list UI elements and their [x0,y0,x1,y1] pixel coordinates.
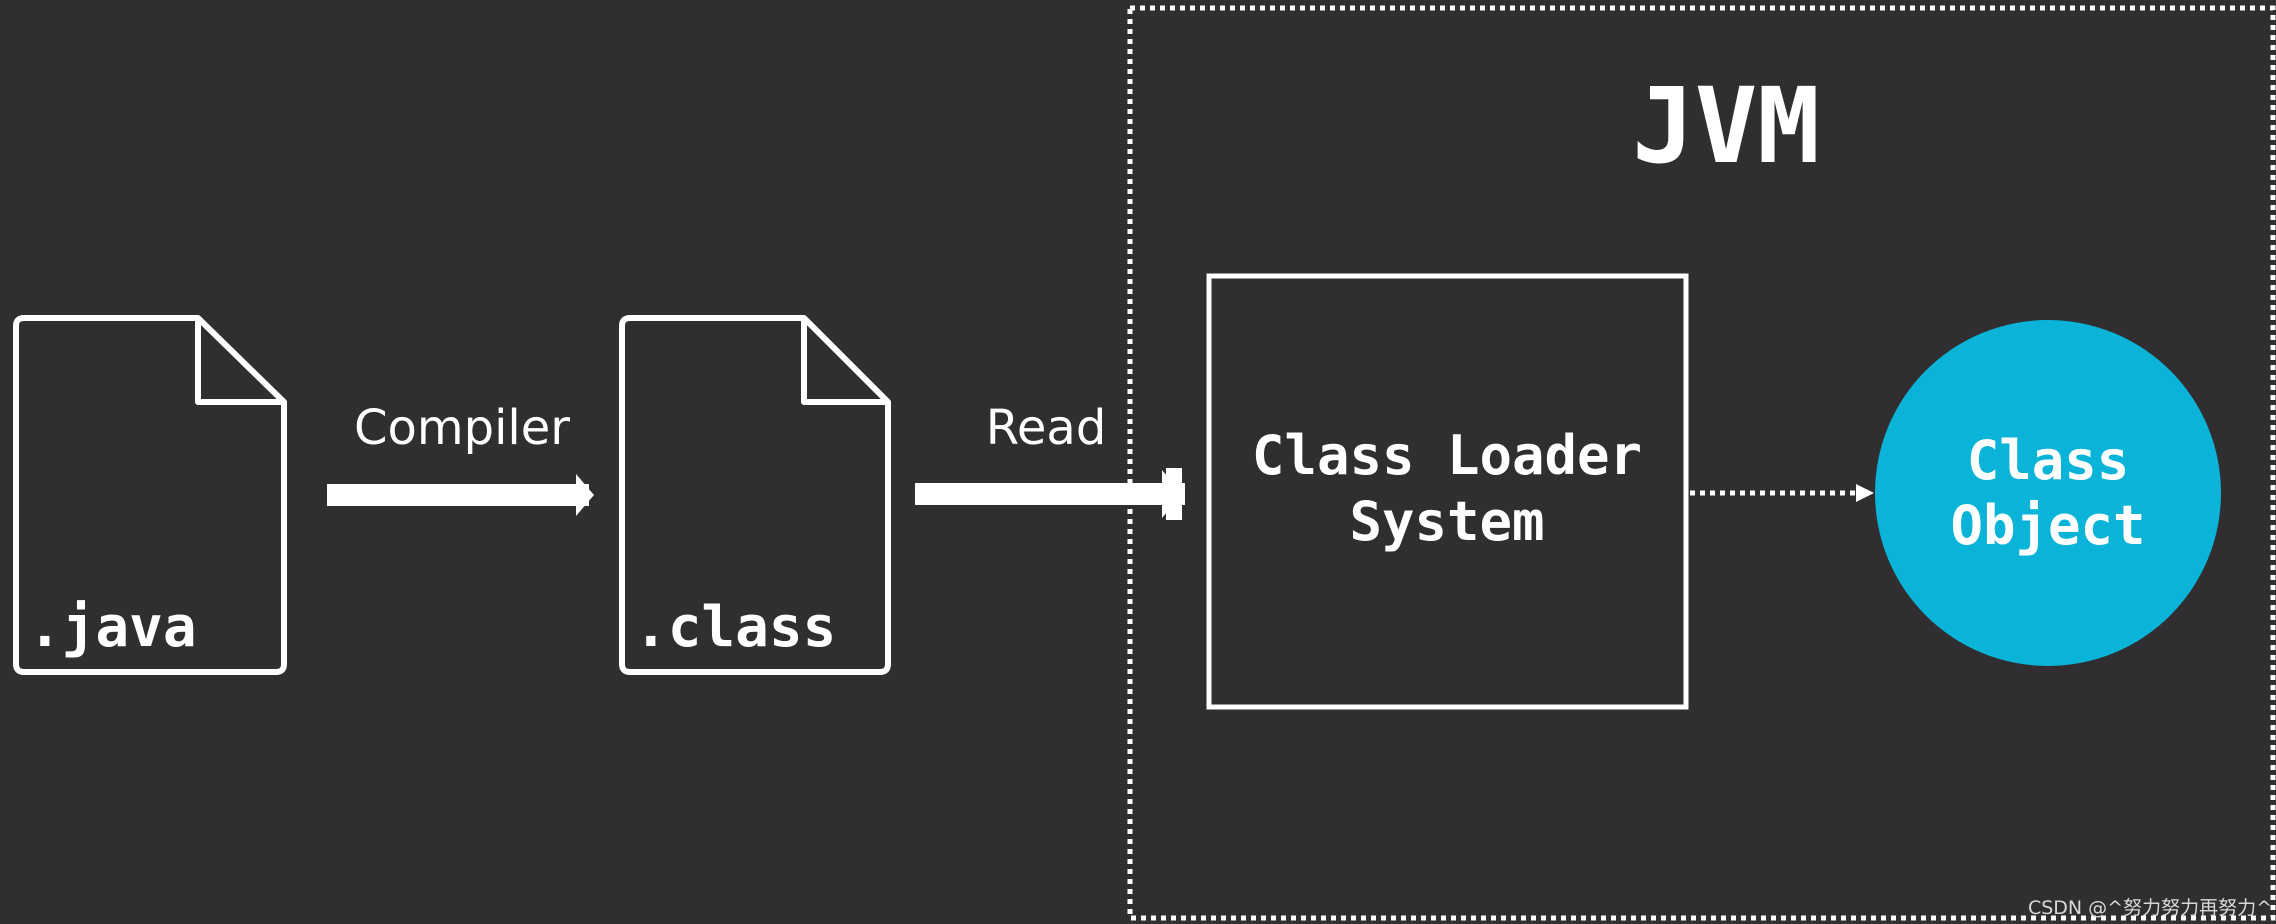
compiler-arrow: Compiler [327,400,594,516]
java-file: .java [13,315,287,675]
read-label: Read [986,400,1107,456]
file-icon [13,315,287,675]
class-loader-system: Class Loader System [1206,273,1689,710]
class-loader-box [1206,273,1689,710]
file-fold-icon [195,318,284,405]
java-file-label: .java [28,595,197,660]
class-file: .class [619,315,891,675]
dotted-arrow-head [1856,484,1874,502]
class-object-circle [1875,320,2221,666]
jvm-boundary [1127,5,2276,921]
compiler-label: Compiler [354,400,570,456]
file-fold-icon [801,318,888,405]
file-icon [619,315,891,675]
class-loader-line1: Class Loader [1252,424,1642,487]
class-loader-line2: System [1349,490,1544,553]
jvm-title: JVM [1632,65,1820,187]
class-object: Class Object [1875,320,2221,666]
class-object-line1: Class [1967,429,2130,492]
read-arrow-head [1162,470,1182,518]
class-object-line2: Object [1950,494,2145,557]
watermark-text: CSDN @^努力努力再努力^ [2027,897,2272,919]
read-arrow: Read [915,400,1185,520]
class-file-label: .class [634,595,836,660]
